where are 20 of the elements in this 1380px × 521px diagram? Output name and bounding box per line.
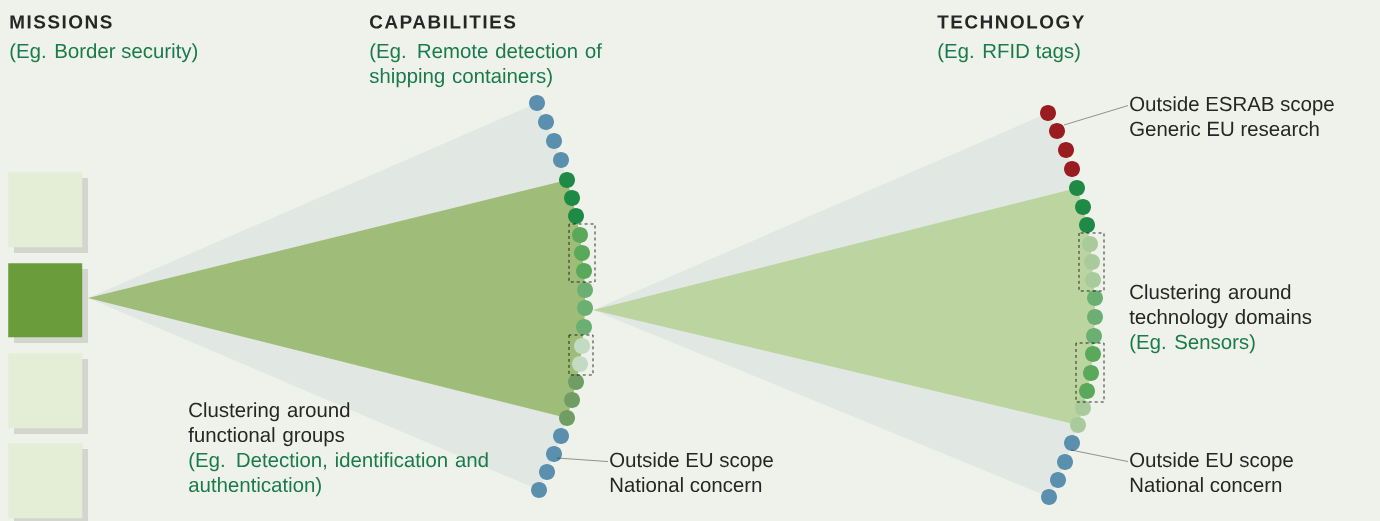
mission-square [8,353,88,434]
cluster-text: Clustering around functional groups [188,402,350,447]
cluster-text: Clustering around technology domains [1129,284,1312,329]
leader-line [556,457,609,462]
example-text: (Eg. Sensors) [1130,334,1255,354]
note-text: Outside ESRAB scope Generic EU research [1130,96,1334,137]
example-text: (Eg. RFID tags) [938,43,1080,63]
example-text: (Eg. Detection, identification and authentication) [189,452,488,497]
mission-square [8,443,88,521]
mission-square [8,172,88,253]
note-text: Outside EU scope National concern [610,452,773,493]
column-heading: CAPABILITIES [370,15,516,29]
mission-square [8,263,88,343]
note-text: Outside EU scope National concern [1130,452,1293,493]
column-heading: MISSIONS [10,15,112,29]
example-text: (Eg. Remote detection of shipping containers) [369,43,602,88]
example-text: (Eg. Border security) [10,43,198,63]
leader-line [1070,449,1129,462]
column-heading: TECHNOLOGY [937,15,1085,29]
leader-line [1063,105,1129,126]
